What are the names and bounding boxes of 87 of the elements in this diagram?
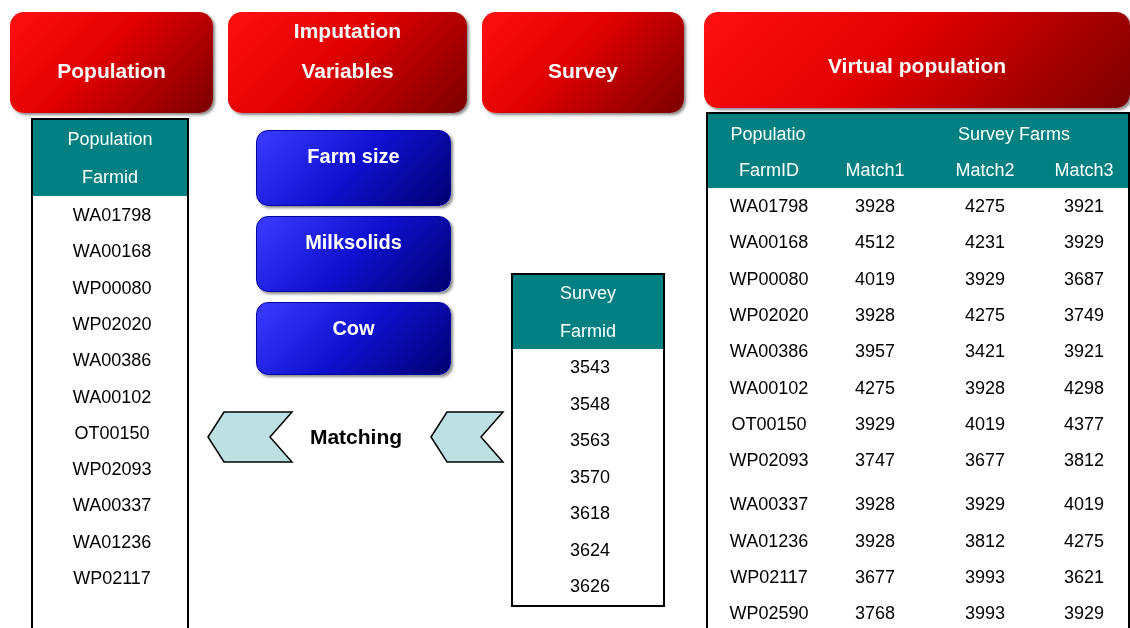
- table-cell: 3993: [965, 566, 1005, 588]
- table-cell: WP02020: [72, 313, 152, 335]
- table-cell: 4019: [965, 413, 1005, 435]
- table-cell: 3543: [570, 356, 610, 378]
- table-cell: WA01798: [72, 204, 152, 226]
- column-header: Match1: [845, 159, 905, 181]
- table-cell: 3624: [570, 539, 610, 560]
- table-cell: 3993: [965, 602, 1005, 624]
- variable-box: Farm size: [256, 130, 451, 206]
- table-cell: 3928: [855, 195, 895, 217]
- table-cell: OT00150: [731, 413, 807, 435]
- table-cell: 4275: [965, 304, 1005, 326]
- table-cell: 3749: [1064, 304, 1104, 326]
- table-cell: WA01236: [729, 530, 809, 552]
- data-table: [706, 112, 1130, 628]
- table-cell: 4275: [1064, 530, 1104, 552]
- column-header: Survey Farmid: [559, 282, 617, 343]
- table-cell: 3421: [965, 340, 1005, 362]
- table-cell: WA00168: [72, 240, 152, 262]
- table-cell: 4275: [855, 377, 895, 398]
- table-cell: WP02020: [729, 304, 809, 326]
- table-cell: WA00386: [729, 340, 809, 362]
- table-cell: 3921: [1064, 195, 1104, 217]
- table-cell: 3812: [1064, 449, 1104, 471]
- table-cell: WA01798: [729, 195, 809, 217]
- chevron-arrow: [207, 411, 294, 463]
- table-cell: 4275: [965, 195, 1005, 217]
- table-cell: WP00080: [72, 277, 152, 299]
- table-cell: 3812: [965, 530, 1005, 552]
- table-cell: WA00102: [72, 386, 152, 407]
- table-cell: 4019: [855, 268, 895, 290]
- section-header: Imputation Variables: [228, 12, 467, 113]
- table-cell: 3921: [1064, 340, 1104, 362]
- table-cell: 3626: [570, 575, 610, 597]
- table-cell: 3747: [855, 449, 895, 471]
- table-cell: 3928: [855, 530, 895, 552]
- column-header: Populatio: [730, 123, 806, 145]
- section-header: Population: [10, 12, 213, 113]
- data-table: [511, 273, 665, 607]
- chevron-arrow: [430, 411, 505, 463]
- table-cell: 3548: [570, 393, 610, 414]
- section-header: Survey: [482, 12, 684, 113]
- table-cell: WP02117: [730, 566, 808, 588]
- table-cell: 3957: [855, 340, 895, 362]
- table-cell: WA00386: [72, 349, 152, 371]
- table-cell: 3928: [855, 493, 895, 515]
- variable-box: Milksolids: [256, 216, 451, 292]
- table-cell: 3928: [855, 304, 895, 326]
- table-cell: 4512: [855, 231, 895, 253]
- table-cell: WA01236: [72, 531, 152, 553]
- table-cell: WA00168: [729, 231, 809, 253]
- table-cell: WP00080: [729, 268, 809, 290]
- table-cell: 3618: [570, 502, 610, 524]
- column-header: FarmID: [739, 159, 799, 181]
- column-header: Survey Farms: [958, 123, 1070, 145]
- table-cell: 3570: [570, 466, 610, 487]
- table-cell: 3929: [965, 493, 1005, 515]
- table-cell: OT00150: [74, 422, 150, 444]
- table-cell: 4019: [1064, 493, 1104, 515]
- table-cell: 3768: [855, 602, 895, 624]
- column-header: Population Farmid: [66, 128, 154, 189]
- table-cell: 3687: [1064, 268, 1104, 290]
- table-cell: 4298: [1064, 377, 1104, 398]
- table-cell: 3677: [965, 449, 1005, 471]
- table-cell: WP02093: [72, 458, 152, 480]
- table-cell: WP02093: [729, 449, 809, 471]
- table-cell: 3929: [965, 268, 1005, 290]
- column-header: Match2: [955, 159, 1015, 181]
- table-cell: 3621: [1064, 566, 1104, 588]
- table-cell: 4377: [1064, 413, 1104, 435]
- section-header: Virtual population: [704, 12, 1130, 108]
- table-cell: 4231: [965, 231, 1005, 253]
- table-cell: WA00337: [729, 493, 809, 515]
- table-cell: 3929: [1064, 231, 1104, 253]
- table-cell: 3677: [855, 566, 895, 588]
- table-cell: 3929: [1064, 602, 1104, 624]
- table-cell: WA00337: [72, 494, 152, 516]
- table-cell: 3563: [570, 429, 610, 451]
- column-header: Match3: [1054, 159, 1114, 181]
- step-label: Matching: [300, 422, 412, 452]
- data-table: [31, 118, 189, 628]
- variable-box: Cow: [256, 302, 451, 375]
- table-cell: WP02590: [729, 602, 809, 624]
- table-cell: WA00102: [729, 377, 809, 398]
- table-cell: 3929: [855, 413, 895, 435]
- table-cell: WP02117: [73, 567, 151, 589]
- table-cell: 3928: [965, 377, 1005, 398]
